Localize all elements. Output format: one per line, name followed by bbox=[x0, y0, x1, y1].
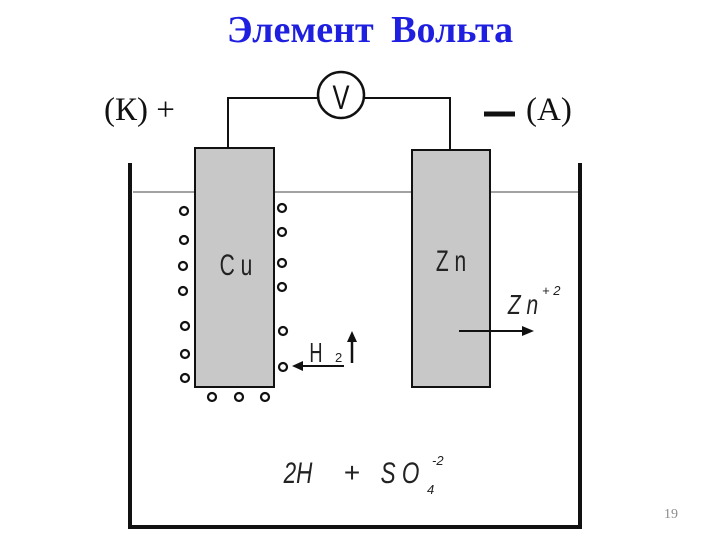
bubbles-right bbox=[276, 202, 289, 373]
hydrogen-bubble bbox=[179, 320, 191, 332]
hydrogen-bubble bbox=[178, 234, 190, 246]
hydrogen-bubble bbox=[179, 372, 191, 384]
electrolyte-sulfate-charge: -2 bbox=[432, 453, 444, 468]
vessel bbox=[128, 163, 582, 529]
wire-zinc-side bbox=[364, 97, 451, 150]
hydrogen-up-arrow-head bbox=[347, 331, 357, 342]
hydrogen-bubble bbox=[178, 205, 190, 217]
anode-label: (А) bbox=[526, 92, 572, 128]
hydrogen-subscript: 2 bbox=[335, 350, 342, 365]
cathode-label: (К) + bbox=[104, 92, 175, 128]
voltmeter-circle bbox=[316, 70, 366, 120]
hydrogen-bubble bbox=[259, 391, 271, 403]
electrolyte-sulfate-subscript: 4 bbox=[427, 482, 434, 497]
hydrogen-bubble bbox=[276, 281, 288, 293]
electrolyte-plus: + bbox=[344, 457, 360, 488]
hydrogen-label: H bbox=[309, 338, 322, 369]
hydrogen-bubble bbox=[277, 325, 289, 337]
zinc-label: Z n bbox=[436, 246, 466, 278]
electrolyte-sulfate: S O bbox=[381, 456, 420, 490]
bubbles-left bbox=[177, 205, 191, 384]
hydrogen-bubble bbox=[233, 391, 245, 403]
hydrogen-bubble bbox=[179, 348, 191, 360]
hydrogen-bubble bbox=[276, 257, 288, 269]
slide-title: Элемент Вольта bbox=[226, 9, 514, 51]
hydrogen-bubble bbox=[276, 226, 288, 238]
arrow-from-zinc-head bbox=[522, 326, 534, 336]
copper-electrode bbox=[194, 147, 275, 388]
hydrogen-bubble bbox=[177, 285, 189, 297]
arrow-to-copper-head bbox=[292, 361, 303, 371]
hydrogen-bubble bbox=[206, 391, 218, 403]
wire-copper-side bbox=[227, 97, 318, 150]
hydrogen-bubble bbox=[177, 260, 189, 272]
zinc-electrode bbox=[411, 149, 491, 388]
electrolyte-hydrogen: 2H bbox=[283, 456, 313, 490]
hydrogen-bubble bbox=[277, 361, 289, 373]
voltmeter: V bbox=[316, 70, 366, 120]
copper-label: C u bbox=[220, 250, 253, 282]
voltmeter-symbol: V bbox=[332, 80, 349, 117]
hydrogen-bubble bbox=[276, 202, 288, 214]
page-number: 19 bbox=[664, 507, 678, 522]
zinc-ion-label: Z n bbox=[507, 290, 538, 321]
zinc-ion-charge: + 2 bbox=[542, 283, 561, 298]
bubbles-bottom bbox=[206, 391, 271, 403]
